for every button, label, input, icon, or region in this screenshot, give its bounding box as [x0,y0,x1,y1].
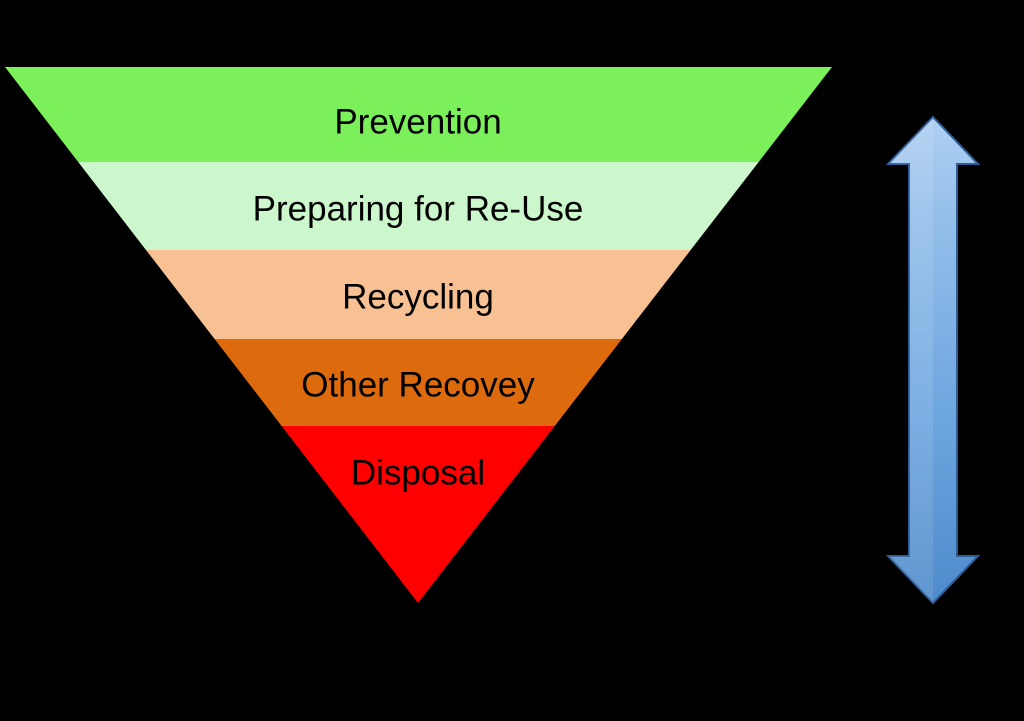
band-label-preparing-for-re-use: Preparing for Re-Use [253,189,584,228]
band-label-prevention: Prevention [334,102,501,141]
band-prevention [5,67,832,162]
vertical-double-headed-arrow [885,115,981,605]
band-recycling [5,250,832,339]
band-label-other-recovey: Other Recovey [301,365,535,404]
band-disposal [5,426,832,603]
band-label-disposal: Disposal [351,453,485,492]
band-label-recycling: Recycling [342,277,494,316]
pyramid-bands [5,67,832,603]
band-preparing-for-re-use [5,162,832,250]
